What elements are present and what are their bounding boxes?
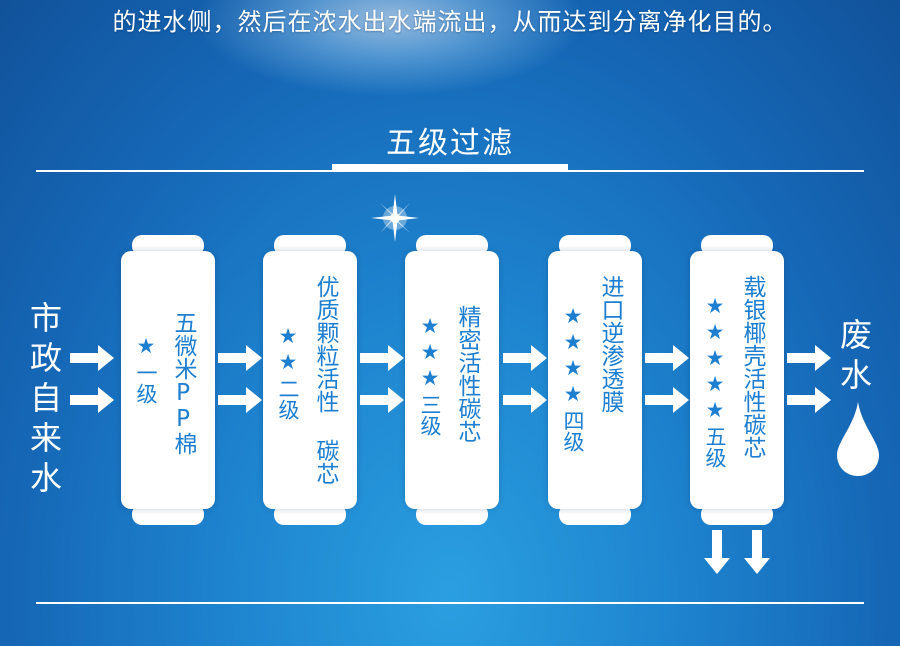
bottom-divider: [36, 602, 864, 604]
arrow-right-icon: [787, 345, 831, 371]
filter-cap-top: [132, 235, 204, 256]
star-icon: ★: [278, 350, 298, 374]
star-icon: ★: [563, 330, 583, 354]
title-divider: [36, 170, 864, 172]
arrow-right-icon: [70, 387, 114, 413]
arrow-right-icon: [360, 387, 404, 413]
title-underline: [332, 164, 568, 171]
filter-stage-3: ★★★三级精密活性碳芯: [405, 235, 499, 525]
filter-name: 五微米PP棉: [170, 311, 196, 455]
arrow-right-icon: [645, 387, 689, 413]
arrow-right-icon: [70, 345, 114, 371]
arrow-right-icon: [503, 387, 547, 413]
filter-body: ★ 一级五微米PP棉: [121, 251, 215, 509]
filter-body: ★★★★四级进口逆渗透膜: [548, 251, 642, 509]
filter-grade-label: 四级: [561, 410, 585, 452]
arrow-down-icon: [704, 530, 730, 574]
filter-grade-label: 二级: [276, 378, 300, 420]
arrow-right-icon: [218, 387, 262, 413]
filter-stage-2: ★★二级优质颗粒活性 碳芯: [263, 235, 357, 525]
water-splash-decoration: [200, 0, 580, 95]
star-icon: ★: [420, 314, 440, 338]
star-icon: ★: [563, 356, 583, 380]
filter-body: ★★★三级精密活性碳芯: [405, 251, 499, 509]
star-icon: ★: [705, 398, 725, 422]
filter-body: ★★二级优质颗粒活性 碳芯: [263, 251, 357, 509]
star-rating: ★: [134, 336, 158, 362]
arrow-right-icon: [360, 345, 404, 371]
filter-name: 进口逆渗透膜: [597, 275, 623, 413]
filter-cap-bottom: [559, 504, 631, 525]
arrow-right-icon: [218, 345, 262, 371]
filter-grade-label: 三级: [418, 394, 442, 436]
filter-stage-5: ★★★★★五级载银椰壳活性碳芯: [690, 235, 784, 525]
star-rating: ★★★★: [561, 306, 585, 410]
star-icon: ★: [705, 346, 725, 370]
filter-cap-top: [416, 235, 488, 256]
filter-stage-4: ★★★★四级进口逆渗透膜: [548, 235, 642, 525]
arrow-right-icon: [645, 345, 689, 371]
filter-cap-bottom: [132, 504, 204, 525]
star-icon: ★: [705, 294, 725, 318]
filter-stage-1: ★ 一级五微米PP棉: [121, 235, 215, 525]
filter-body: ★★★★★五级载银椰壳活性碳芯: [690, 251, 784, 509]
filter-name: 优质颗粒活性 碳芯: [312, 275, 338, 485]
star-icon: ★: [420, 366, 440, 390]
arrow-right-icon: [787, 387, 831, 413]
arrow-down-icon: [744, 530, 770, 574]
star-icon: ★: [563, 382, 583, 406]
sparkle-icon: [371, 194, 419, 242]
star-icon: ★: [705, 320, 725, 344]
waste-water-label: 废水: [839, 316, 872, 394]
star-icon: ★: [136, 334, 156, 358]
arrow-right-icon: [503, 345, 547, 371]
water-drop-icon: [837, 402, 879, 476]
star-icon: ★: [563, 304, 583, 328]
filter-name: 载银椰壳活性碳芯: [739, 275, 765, 459]
star-icon: ★: [278, 324, 298, 348]
star-rating: ★★★★★: [703, 296, 727, 426]
star-icon: ★: [420, 340, 440, 364]
filter-cap-top: [701, 235, 773, 256]
star-rating: ★★: [276, 326, 300, 378]
input-water-label: 市政自来水: [29, 299, 62, 497]
filter-cap-bottom: [701, 504, 773, 525]
star-icon: ★: [705, 372, 725, 396]
star-rating: ★★★: [418, 316, 442, 394]
filter-cap-bottom: [274, 504, 346, 525]
filter-cap-top: [274, 235, 346, 256]
intro-text: 的进水侧，然后在浓水出水端流出，从而达到分离净化目的。: [112, 8, 788, 36]
section-title: 五级过滤: [386, 126, 514, 161]
filter-grade-label: 一级: [134, 362, 158, 404]
filter-grade-label: 五级: [703, 426, 727, 468]
filter-name: 精密活性碳芯: [454, 305, 480, 443]
filter-cap-top: [559, 235, 631, 256]
filter-cap-bottom: [416, 504, 488, 525]
